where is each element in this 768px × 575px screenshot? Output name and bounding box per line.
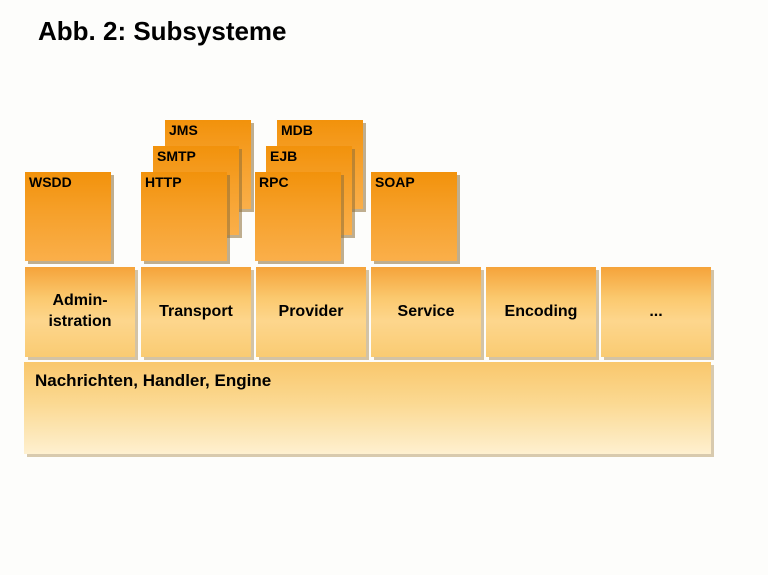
subsystem-box-provider-label: Provider [278,302,344,320]
subsystem-box-administration: Admin- istration [25,267,135,357]
subsystem-box-encoding: Encoding [486,267,596,357]
subsystem-box-encoding-label: Encoding [504,302,578,320]
card-rpc-label: RPC [259,174,289,190]
subsystem-box-more-label: ... [649,302,663,320]
card-smtp-label: SMTP [157,148,196,164]
subsystem-box-more: ... [601,267,711,357]
subsystem-box-provider: Provider [256,267,366,357]
subsystem-box-transport-label: Transport [159,302,233,320]
card-soap: SOAP [371,172,457,261]
base-bar-label: Nachrichten, Handler, Engine [35,371,272,390]
card-http: HTTP [141,172,227,261]
card-mdb-label: MDB [281,122,313,138]
card-ejb-label: EJB [270,148,298,164]
slide-title: Abb. 2: Subsysteme [38,16,287,46]
base-bar: Nachrichten, Handler, Engine [24,362,711,454]
subsystem-box-administration-label: Admin- istration [48,292,112,330]
subsystem-box-service-label: Service [397,302,455,320]
subsystem-box-service: Service [371,267,481,357]
card-rpc: RPC [255,172,341,261]
subsystem-box-transport: Transport [141,267,251,357]
card-jms-label: JMS [169,122,198,138]
card-http-label: HTTP [145,174,182,190]
card-soap-label: SOAP [375,174,415,190]
card-wsdd: WSDD [25,172,111,261]
card-wsdd-label: WSDD [29,174,72,190]
